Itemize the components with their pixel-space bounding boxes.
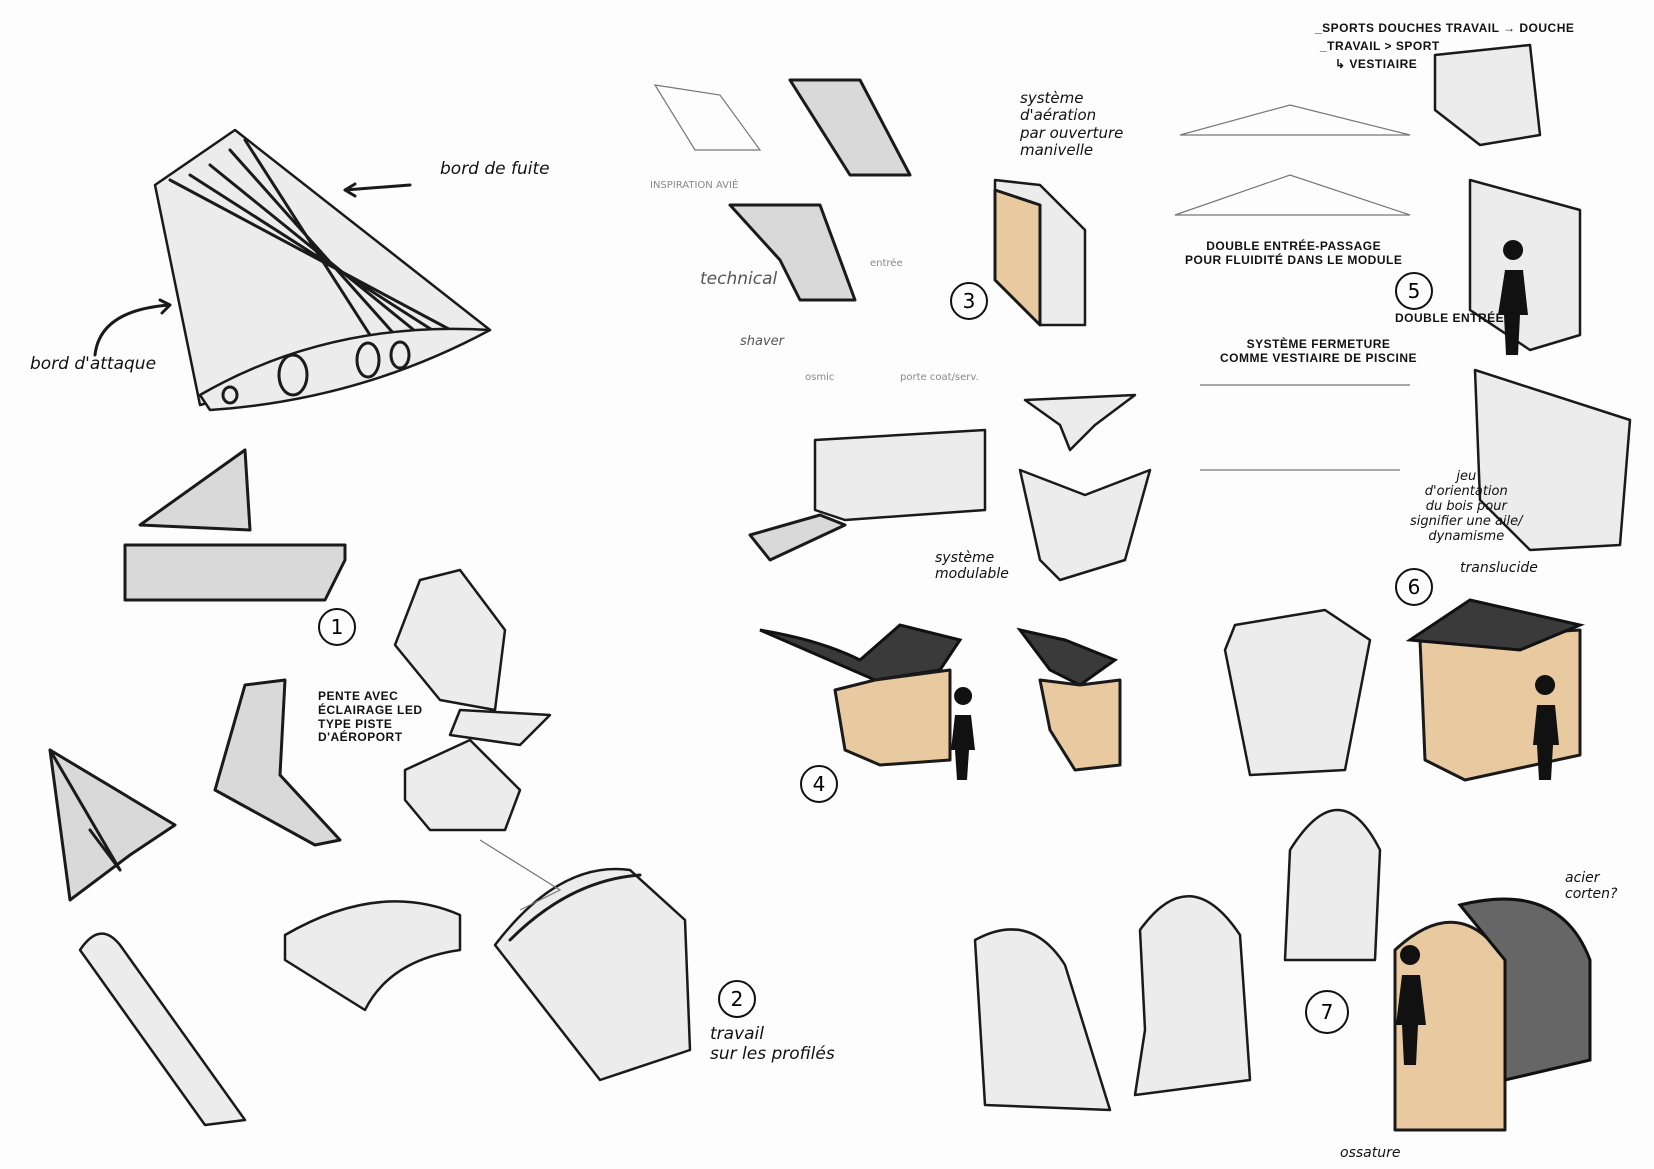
label-acier-corten: acier corten? [1565,870,1618,903]
label-bord-de-fuite: bord de fuite [440,159,550,179]
concept-number-7: 7 [1305,990,1349,1034]
label-inspiration-avion: INSPIRATION AVIÉ [650,180,739,191]
concept-number-2: 2 [718,980,756,1018]
label-douche-3: ↳ VESTIAIRE [1335,57,1418,71]
label-porte: porte coat/serv. [900,372,979,383]
label-double-entree: DOUBLE ENTRÉE [1395,311,1505,325]
concept-number-3: 3 [950,282,988,320]
paper-plane-sketches [48,678,692,1127]
label-travail-profiles: travail sur les profilés [710,1024,835,1064]
label-jeu-orientation: jeu d'orientation du bois pour signifier… [1410,469,1523,544]
concept-5-6-sketches [1174,43,1632,552]
label-technical: technical [700,269,778,289]
label-douche-1: _SPORTS DOUCHES TRAVAIL → DOUCHE [1315,21,1575,35]
wing-sketch [93,128,492,412]
label-bord-attaque: bord d'attaque [30,354,157,374]
label-double-entree-passage: DOUBLE ENTRÉE-PASSAGE POUR FLUIDITÉ DANS… [1185,239,1403,267]
concept-number-5: 5 [1395,272,1433,310]
arch-sketches [973,808,1592,1132]
ramp-building-sketches [393,568,562,911]
label-douche-2: _TRAVAIL > SPORT [1320,39,1440,53]
label-aeration: système d'aération par ouverture manivel… [1020,89,1124,159]
label-translucide: translucide [1460,560,1538,576]
label-ossature: ossature [1340,1145,1401,1161]
label-osmic: osmic [805,372,835,383]
concept-number-1: 1 [318,608,356,646]
plan-sketches [653,78,1152,582]
person-silhouettes [951,240,1559,1065]
concept-number-6: 6 [1395,568,1433,606]
label-entree: entrée [870,258,903,269]
concept-number-4: 4 [800,765,838,803]
label-systeme-fermeture: SYSTÈME FERMETURE COMME VESTIAIRE DE PIS… [1220,337,1418,365]
label-pente: PENTE AVEC ÉCLAIRAGE LED TYPE PISTE D'AÉ… [318,689,423,745]
concept-4-sketches [759,598,1585,782]
label-shaver: shaver [740,334,785,349]
triangle-and-block-sketch [123,448,347,602]
label-systeme-modulable: système modulable [935,550,1009,583]
